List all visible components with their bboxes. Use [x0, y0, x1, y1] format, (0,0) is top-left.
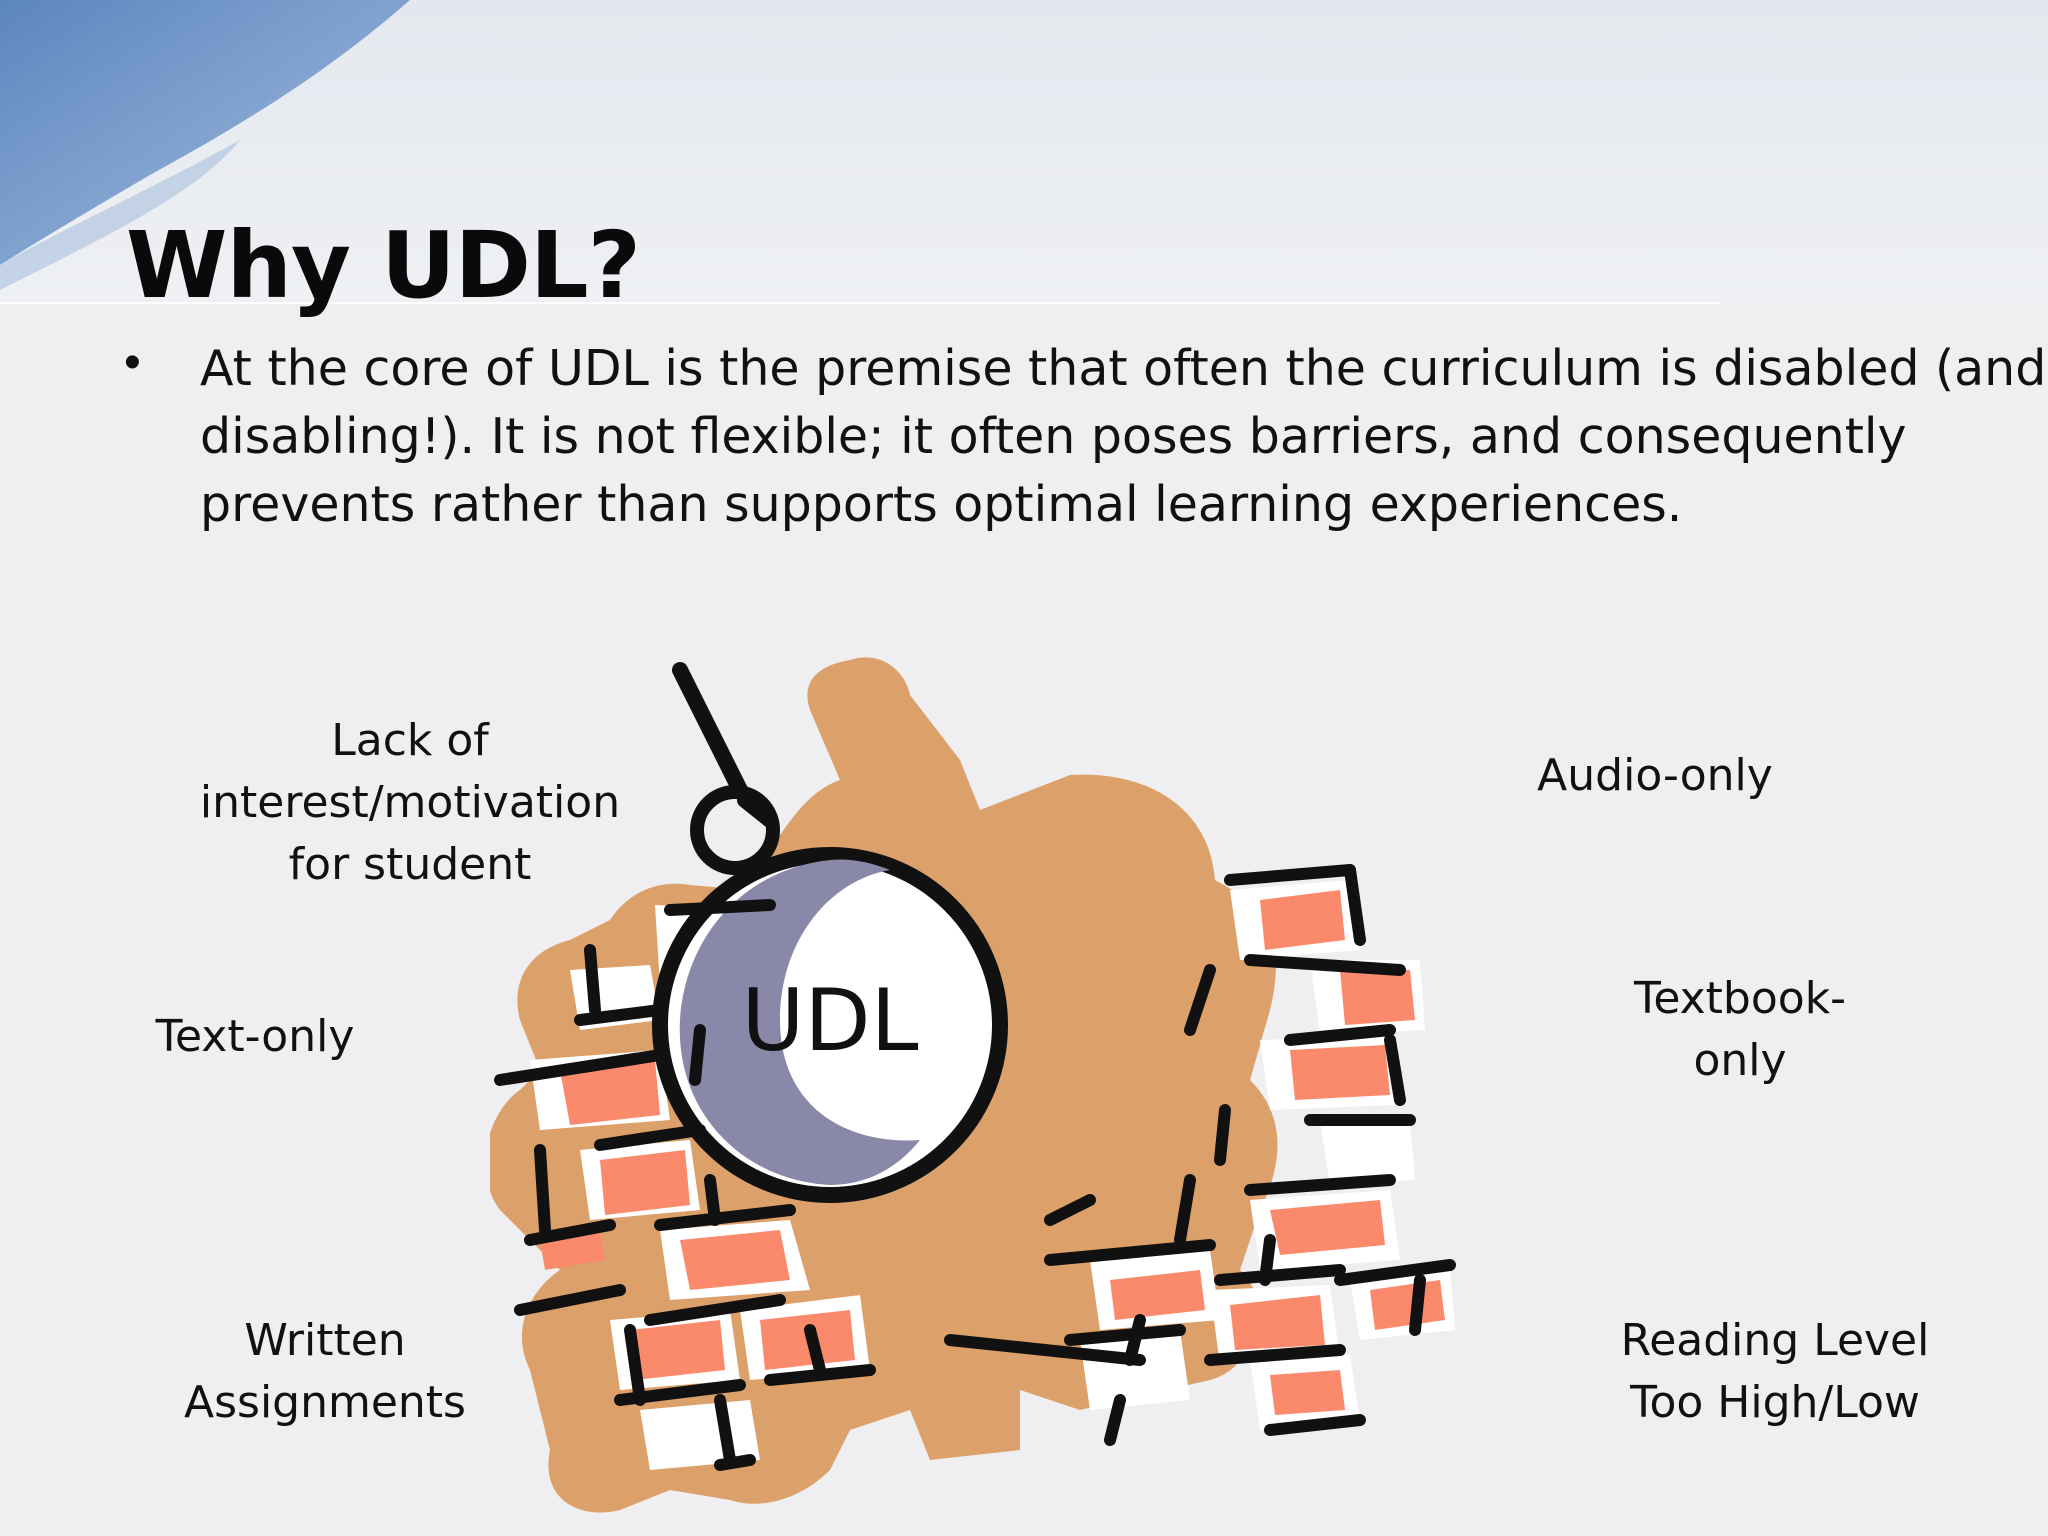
label-lack-of-interest: Lack of interest/motivation for student [199, 715, 621, 890]
label-textbook-only: Textbook- only [1633, 973, 1847, 1086]
label-written-assignments: Written Assignments [184, 1315, 466, 1428]
bullet-dot-icon: • [124, 336, 141, 389]
label-audio-only: Audio-only [1537, 750, 1773, 801]
label-reading-level: Reading Level Too High/Low [1620, 1315, 1930, 1428]
slide-title: Why UDL? [126, 212, 641, 319]
bullet-text: At the core of UDL is the premise that o… [200, 340, 2047, 533]
wrecking-ball-brick-wall-icon: UDL [490, 657, 1456, 1513]
label-text-only: Text-only [155, 1011, 355, 1062]
ball-label: UDL [741, 971, 918, 1071]
